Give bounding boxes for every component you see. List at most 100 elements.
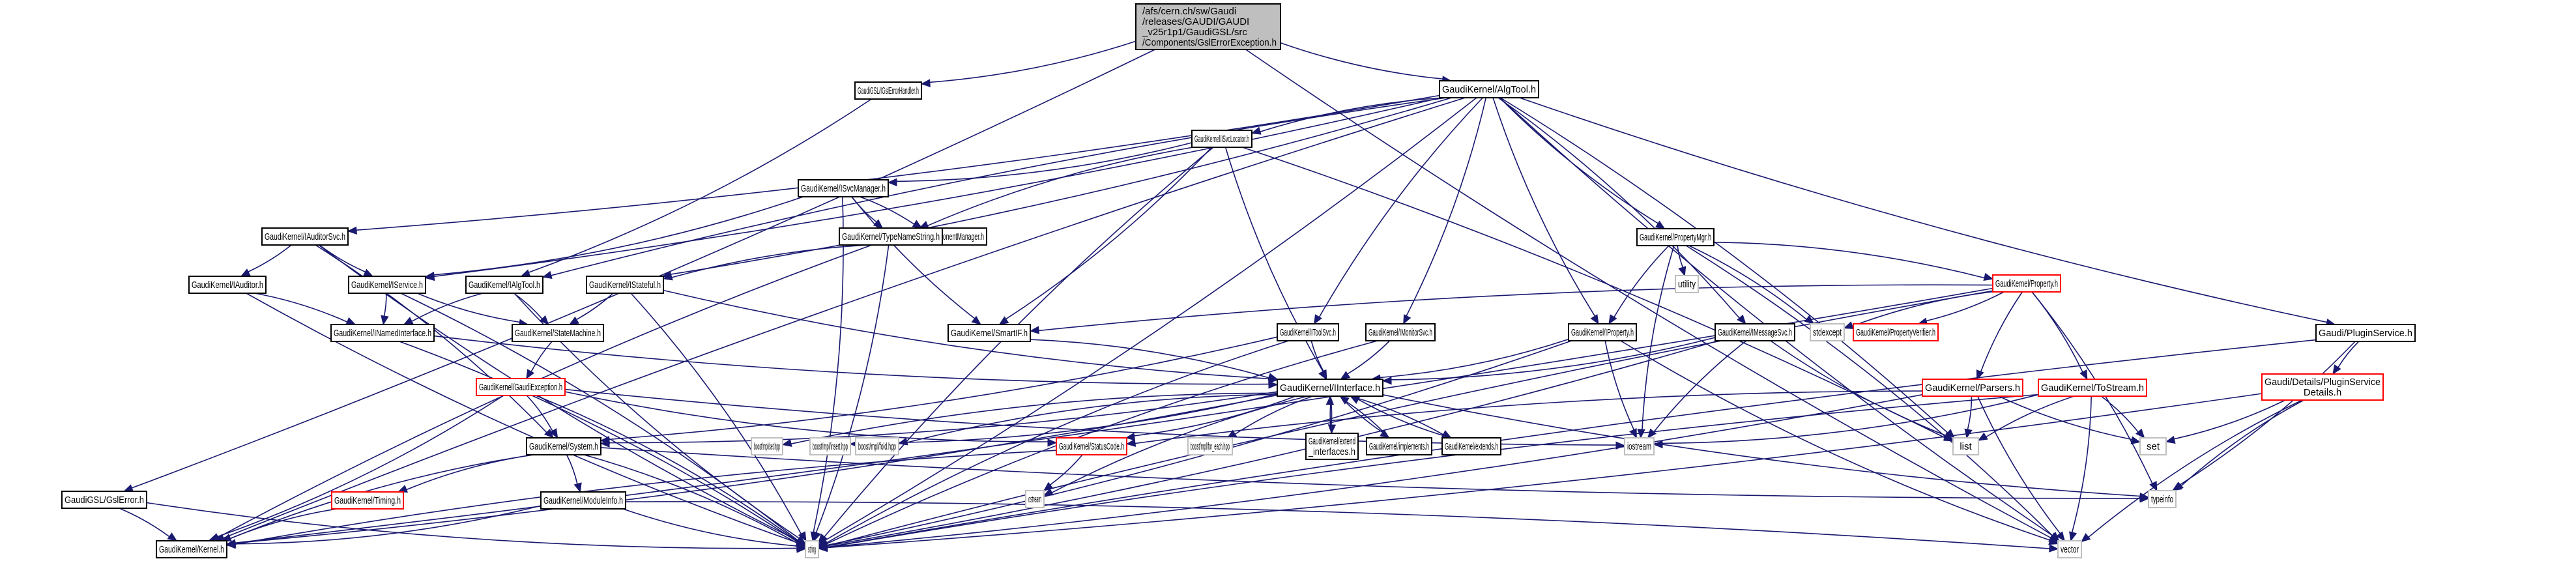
arrowhead-icon bbox=[225, 540, 236, 549]
node-box bbox=[1191, 130, 1252, 148]
edge-IInterface-to-System bbox=[600, 391, 1278, 448]
node-box bbox=[1366, 437, 1432, 455]
node-isvcmanager[interactable]: GaudiKernel/ISvcManager.h bbox=[798, 179, 889, 197]
edge-line bbox=[535, 395, 799, 542]
node-label: GaudiKernel/IMonitorSvc.h bbox=[1368, 327, 1432, 338]
edge-line bbox=[858, 393, 1278, 444]
node-imonitorsvc[interactable]: GaudiKernel/IMonitorSvc.h bbox=[1365, 323, 1436, 341]
node-box bbox=[1441, 437, 1501, 455]
arrowhead-icon bbox=[1043, 482, 1054, 491]
node-ialgtool[interactable]: GaudiKernel/IAlgTool.h bbox=[465, 276, 543, 294]
edge-line bbox=[860, 196, 915, 225]
edge-ModuleInfo-to-Kernel bbox=[225, 505, 542, 549]
node-propertymgr[interactable]: GaudiKernel/PropertyMgr.h bbox=[1636, 228, 1715, 246]
arrowhead-icon bbox=[381, 315, 389, 326]
edge-ToStream-to-set bbox=[2100, 396, 2145, 439]
node-label: GaudiKernel/GaudiException.h bbox=[479, 382, 562, 393]
arrowhead-icon bbox=[1964, 428, 1973, 439]
edge-line bbox=[1234, 396, 1313, 435]
node-pluginservice[interactable]: Gaudi/PluginService.h bbox=[2315, 324, 2416, 342]
edge-line bbox=[826, 290, 1993, 547]
edge-StatusCode-to-ostream bbox=[1043, 454, 1083, 491]
arrowhead-icon bbox=[1653, 440, 1663, 449]
node-statuscode[interactable]: GaudiKernel/StatusCode.h bbox=[1056, 437, 1127, 455]
edge-line bbox=[1986, 396, 2075, 438]
node-tostream[interactable]: GaudiKernel/ToStream.h bbox=[2038, 379, 2147, 397]
node-iauditor[interactable]: GaudiKernel/IAuditor.h bbox=[188, 276, 267, 294]
node-root[interactable]: /afs/cern.ch/sw/Gaudi/releases/GAUDI/GAU… bbox=[1135, 3, 1281, 50]
node-iproperty[interactable]: GaudiKernel/IProperty.h bbox=[1568, 323, 1637, 341]
arrowhead-icon bbox=[1976, 369, 1984, 381]
node-iservice[interactable]: GaudiKernel/IService.h bbox=[348, 276, 426, 294]
edge-IAlgTool-to-INamedInterface bbox=[403, 293, 484, 325]
node-box bbox=[809, 437, 851, 455]
edge-ToStream-to-iostream bbox=[1653, 394, 2039, 449]
node-itoolsvc[interactable]: GaudiKernel/IToolSvc.h bbox=[1277, 323, 1339, 341]
node-typenamestring[interactable]: GaudiKernel/TypeNameString.h bbox=[839, 227, 943, 246]
node-statemachine[interactable]: GaudiKernel/StateMachine.h bbox=[512, 324, 604, 342]
edge-line bbox=[2337, 341, 2360, 368]
edge-line bbox=[1347, 340, 1391, 375]
node-iauditorsvc[interactable]: GaudiKernel/IAuditorSvc.h bbox=[261, 227, 349, 246]
edge-line bbox=[528, 98, 872, 273]
edge-PluginService-to-typeinfo bbox=[2171, 341, 2356, 491]
node-gaudiexception[interactable]: GaudiKernel/GaudiException.h bbox=[476, 378, 566, 396]
node-box bbox=[331, 491, 404, 510]
node-system[interactable]: GaudiKernel/System.h bbox=[526, 437, 601, 455]
edge-line bbox=[1135, 390, 1923, 444]
node-imessagesvc[interactable]: GaudiKernel/IMessageSvc.h bbox=[1715, 323, 1795, 341]
edge-IStateful-to-string bbox=[630, 293, 807, 542]
node-algtool[interactable]: GaudiKernel/AlgTool.h bbox=[1439, 80, 1539, 98]
node-label: GaudiKernel/IMessageSvc.h bbox=[1718, 327, 1792, 338]
node-propertyverifier[interactable]: GaudiKernel/PropertyVerifier.h bbox=[1853, 323, 1939, 341]
node-label: string bbox=[808, 544, 816, 555]
node-igslerrorhandler[interactable]: GaudiGSL/IGslErrorHandler.h bbox=[854, 81, 922, 100]
node-parsers[interactable]: GaudiKernel/Parsers.h bbox=[1922, 379, 2023, 397]
arrowhead-icon bbox=[240, 268, 251, 277]
arrowhead-icon bbox=[424, 272, 435, 280]
node-label: boost/mpl/for_each.hpp bbox=[1191, 441, 1230, 452]
node-inamedinterface[interactable]: GaudiKernel/INamedInterface.h bbox=[330, 324, 435, 342]
arrowhead-icon bbox=[1737, 314, 1746, 324]
node-label: GaudiKernel/TypeNameString.h bbox=[842, 231, 940, 242]
edge-line bbox=[625, 501, 2050, 549]
edge-PluginService-to-PluginServiceDetails bbox=[2332, 341, 2360, 375]
node-smartif[interactable]: GaudiKernel/SmartIF.h bbox=[948, 324, 1031, 342]
edge-line bbox=[319, 244, 366, 273]
arrowhead-icon bbox=[897, 437, 908, 446]
edge-line bbox=[1391, 337, 1716, 381]
arrowhead-icon bbox=[347, 226, 357, 235]
edge-Parsers-to-set bbox=[1998, 396, 2141, 444]
arrowhead-icon bbox=[817, 543, 828, 551]
node-istateful[interactable]: GaudiKernel/IStateful.h bbox=[586, 276, 664, 294]
edge-line bbox=[1380, 338, 1569, 379]
edge-line bbox=[1350, 396, 1443, 435]
node-moduleinfo[interactable]: GaudiKernel/ModuleInfo.h bbox=[540, 491, 626, 510]
edge-line bbox=[826, 393, 2263, 549]
node-box bbox=[751, 437, 783, 455]
edge-line bbox=[2100, 396, 2139, 433]
edge-root-to-AlgTool bbox=[1280, 42, 1452, 84]
edge-line bbox=[1051, 396, 1308, 493]
node-isvclocator[interactable]: GaudiKernel/ISvcLocator.h bbox=[1191, 130, 1252, 148]
edge-line bbox=[826, 340, 1289, 544]
node-iinterface[interactable]: GaudiKernel/IInterface.h bbox=[1277, 379, 1383, 397]
edge-IService-to-INamedInterface bbox=[381, 293, 389, 326]
node-timing[interactable]: GaudiKernel/Timing.h bbox=[331, 491, 404, 510]
node-list: list bbox=[1952, 437, 1979, 455]
node-label: GaudiKernel/IService.h bbox=[351, 280, 423, 291]
node-label: _interfaces.h bbox=[1308, 446, 1355, 457]
node-gslerror[interactable]: GaudiGSL/GslError.h bbox=[61, 491, 147, 509]
arrowhead-icon bbox=[568, 316, 579, 325]
arrowhead-icon bbox=[1267, 373, 1279, 381]
edge-line bbox=[132, 49, 1155, 489]
node-extend-interfaces[interactable]: GaudiKernel/extend_interfaces.h bbox=[1305, 433, 1359, 460]
node-box bbox=[1992, 274, 2061, 293]
node-kernel[interactable]: GaudiKernel/Kernel.h bbox=[156, 540, 227, 558]
edge-line bbox=[1519, 97, 2327, 323]
node-label: GaudiKernel/extends.h bbox=[1445, 441, 1498, 452]
node-extends[interactable]: GaudiKernel/extends.h bbox=[1441, 437, 1501, 455]
node-implements[interactable]: GaudiKernel/implements.h bbox=[1366, 437, 1432, 455]
node-property[interactable]: GaudiKernel/Property.h bbox=[1992, 274, 2061, 293]
